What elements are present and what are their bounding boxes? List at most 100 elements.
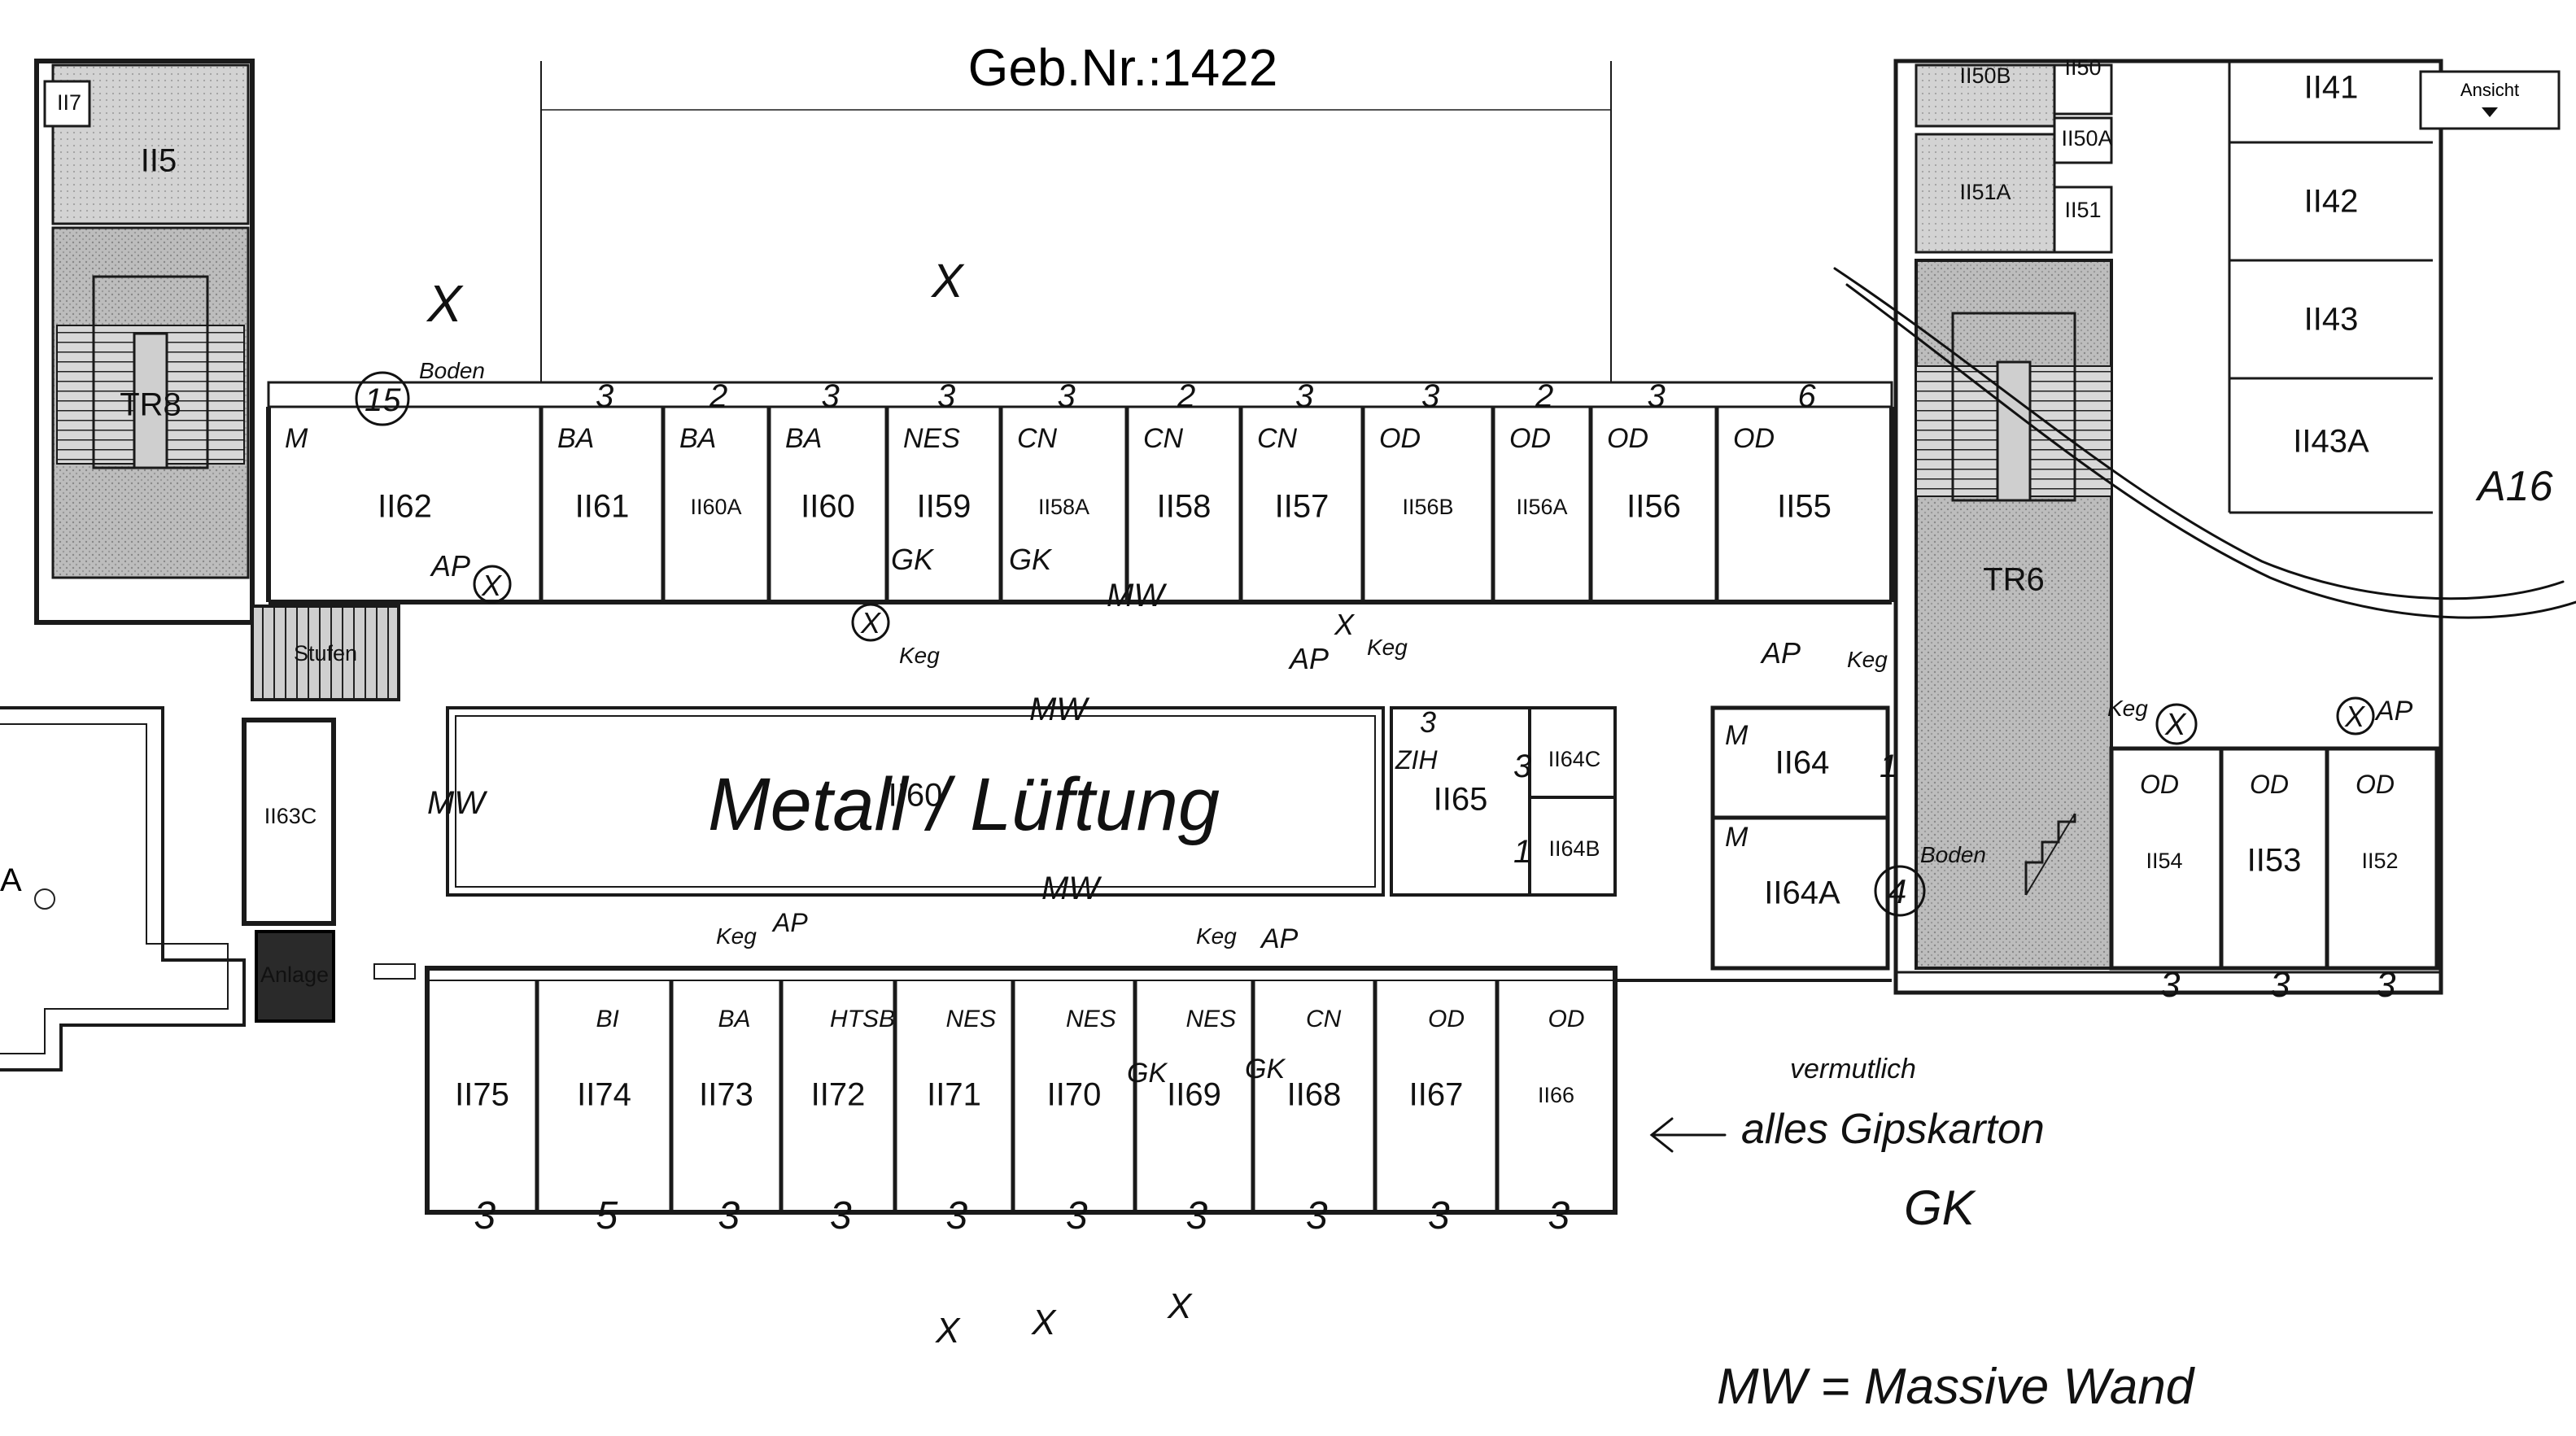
room-ii65-label: II65 xyxy=(1434,782,1488,818)
room-wall-type: HTSB xyxy=(830,1006,895,1032)
room-ii51-label: II51 xyxy=(2064,198,2101,222)
stairs-label: Stufen xyxy=(294,641,357,666)
room-count: 3 xyxy=(2376,965,2396,1005)
x-mark-3: X xyxy=(935,1311,961,1351)
room-label: II74 xyxy=(577,1077,631,1113)
room-ii50a-label: II50A xyxy=(2061,126,2112,151)
mw-mark-2: MW xyxy=(1029,692,1089,727)
room-count: 5 xyxy=(596,1194,618,1237)
keg-mark-5: Keg xyxy=(716,923,757,949)
mw-mark-3: MW xyxy=(427,785,487,821)
ap-mark-6: AP xyxy=(1260,923,1299,954)
room-count: 3 xyxy=(937,378,955,414)
x-mark-2: X xyxy=(930,255,965,308)
x-mark-ap2: X xyxy=(1334,608,1356,641)
courtyard xyxy=(540,61,1612,382)
view-button-label: Ansicht xyxy=(2460,80,2519,100)
zih-mark: ZIH xyxy=(1395,745,1438,775)
room-wall-type: OD xyxy=(1733,423,1775,454)
gk-note-line2: alles Gipskarton xyxy=(1741,1106,2045,1153)
room-count: 2 xyxy=(1535,378,1553,414)
room-wall-type: CN xyxy=(1017,423,1058,454)
keg-mark-3: Keg xyxy=(1847,647,1888,672)
room-label: II71 xyxy=(927,1077,981,1113)
room-wall-type: OD xyxy=(2356,770,2395,799)
room-label: II52 xyxy=(2361,849,2398,873)
gk-mark-3: GK xyxy=(1127,1058,1168,1089)
room-label: II62 xyxy=(378,489,432,525)
room-ii43-label: II43 xyxy=(2304,302,2359,338)
room-count: 3 xyxy=(1058,378,1076,414)
mw-mark-4: MW xyxy=(1041,871,1102,906)
room-count: 3 xyxy=(1548,1194,1570,1237)
boden-mark-2: Boden xyxy=(1920,842,1986,867)
room-label: II59 xyxy=(917,489,971,525)
keg-mark-2: Keg xyxy=(1367,635,1408,660)
room-wall-type: CN xyxy=(1306,1006,1342,1032)
room-label: II60A xyxy=(690,495,741,519)
room-wall-type: NES xyxy=(1066,1006,1116,1032)
room-ii42-label: II42 xyxy=(2304,184,2359,220)
room-label: II55 xyxy=(1777,489,1832,525)
room-wall-type: BA xyxy=(557,423,594,454)
room-wall-type: M xyxy=(285,423,308,454)
ap-mark-4: AP xyxy=(2374,696,2413,727)
room-wall-type: CN xyxy=(1143,423,1184,454)
north-rooms: II62MII61BA3II60ABA2II60BA3II59NES3II58A… xyxy=(285,378,1832,602)
x-mark-1: X xyxy=(426,274,464,333)
room-count: 3 xyxy=(596,378,613,414)
view-button[interactable]: Ansicht xyxy=(2419,70,2561,130)
room-label: II56 xyxy=(1626,489,1681,525)
room-label: II54 xyxy=(2146,849,2182,873)
n4-mark: 4 xyxy=(1888,872,1906,910)
count-ii64c: 3 xyxy=(1513,749,1531,784)
south-wing xyxy=(425,966,1892,1215)
x-mark-east2: X xyxy=(2344,700,2366,733)
room-ii5-label: II5 xyxy=(141,143,177,179)
room-ii41-label: II41 xyxy=(2304,70,2359,106)
room-wall-type: BA xyxy=(785,423,822,454)
ap-mark-2: AP xyxy=(1288,642,1329,675)
keg-mark-1: Keg xyxy=(899,643,940,668)
count-ii64: 1 xyxy=(1880,749,1897,784)
room-count: 3 xyxy=(1648,378,1666,414)
x-mark-keg1: X xyxy=(860,606,882,639)
west-annex: Stufen II63C Anlage xyxy=(242,605,416,1023)
room-count: 2 xyxy=(709,378,727,414)
room-count: 3 xyxy=(718,1194,740,1237)
n15-mark: 15 xyxy=(365,382,401,418)
south-rooms: II753II74BI5II73BA3II72HTSB3II71NES3II70… xyxy=(455,980,1585,1237)
room-label: II53 xyxy=(2247,843,2302,879)
room-label: II60 xyxy=(801,489,855,525)
room-ii60-label: II60 xyxy=(889,778,943,814)
room-ii50b-label: II50B xyxy=(1959,63,2011,88)
room-label: II67 xyxy=(1409,1077,1464,1113)
room-wall-type: BI xyxy=(596,1006,619,1032)
room-label: II61 xyxy=(575,489,630,525)
room-wall-type: NES xyxy=(903,423,960,454)
room-ii43a-label: II43A xyxy=(2293,424,2369,460)
room-count: 3 xyxy=(1428,1194,1450,1237)
x-mark-5: X xyxy=(1167,1286,1193,1326)
room-count: 3 xyxy=(1186,1194,1208,1237)
x-mark-east1: X xyxy=(2164,708,2187,742)
ap-mark-1: AP xyxy=(430,549,470,583)
room-count: 3 xyxy=(946,1194,968,1237)
room-count: 3 xyxy=(1295,378,1313,414)
room-label: II66 xyxy=(1538,1083,1574,1107)
room-label: II68 xyxy=(1287,1077,1342,1113)
boden-mark-1: Boden xyxy=(419,358,485,383)
room-ii64c-label: II64C xyxy=(1548,747,1601,771)
room-wall-type: OD xyxy=(1509,423,1551,454)
room-count: 3 xyxy=(1306,1194,1328,1237)
room-label: II56A xyxy=(1516,495,1567,519)
room-ii64a-label: II64A xyxy=(1764,875,1840,911)
stair-tr6-label: TR6 xyxy=(1983,562,2045,598)
ap-mark-3: AP xyxy=(1760,636,1801,670)
room-label: II57 xyxy=(1275,489,1329,525)
room-ii50-label: II50 xyxy=(2064,55,2101,80)
left-edge-label: A xyxy=(0,862,22,898)
room-wall-type: NES xyxy=(946,1006,997,1032)
